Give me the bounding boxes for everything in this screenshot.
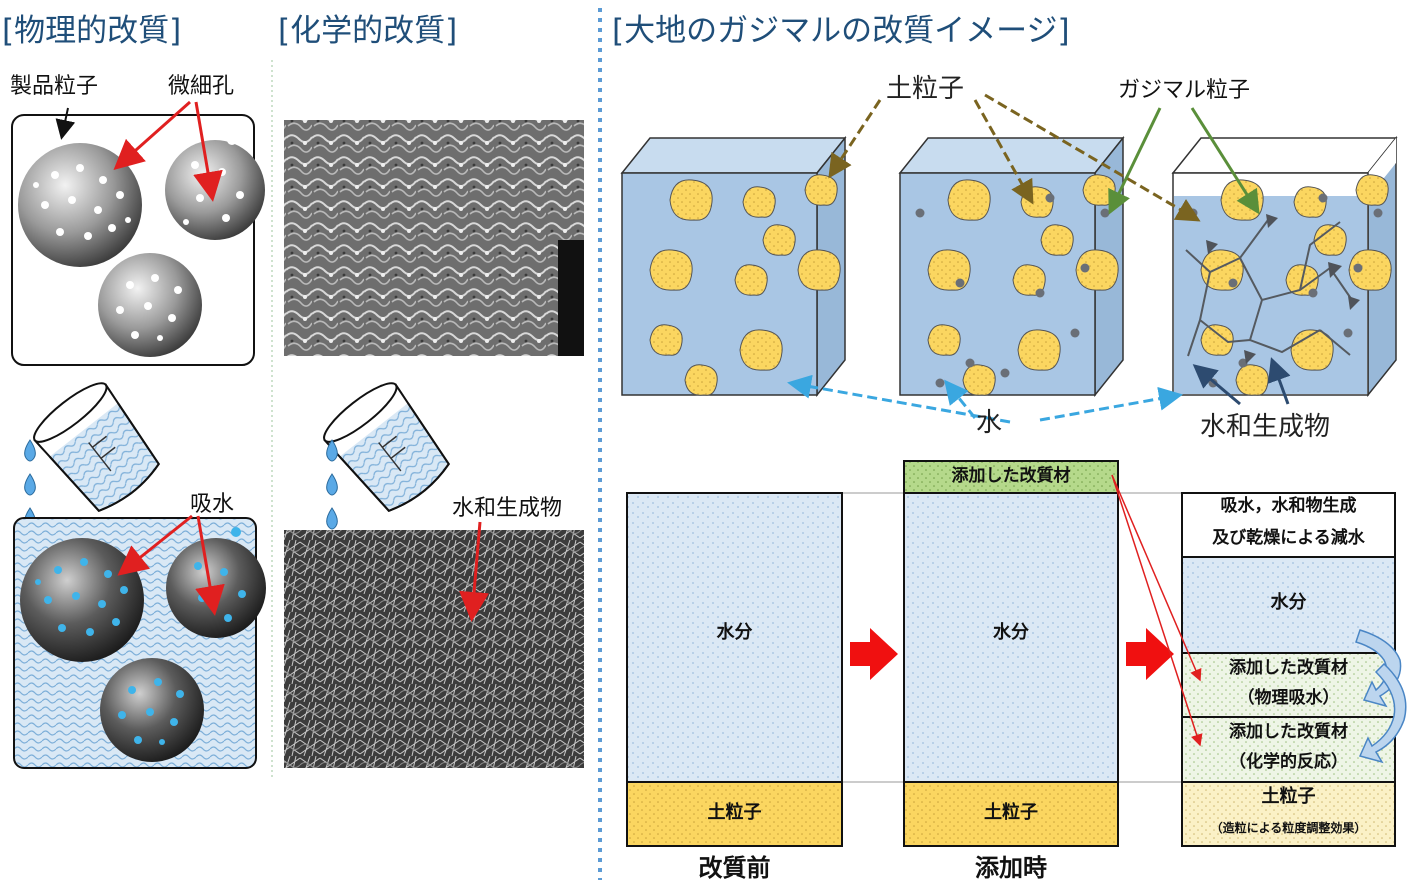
soil-particle-shape (1012, 264, 1046, 296)
soil-particle-shape (797, 249, 841, 291)
arrow-before-to-during (850, 628, 898, 680)
soil-particle-shape (739, 329, 783, 371)
gajimaru-particle-dot (965, 358, 975, 368)
bar-during-additive: 添加した改質材 (951, 466, 1071, 486)
label-product-particle: 製品粒子 (10, 74, 99, 99)
arrow-during-to-after (1126, 628, 1174, 680)
gajimaru-particle-dot (1000, 368, 1010, 378)
soil-particle-shape (1040, 224, 1074, 256)
soil-particle-shape (669, 179, 713, 221)
bar-before-soil: 土粒子 (707, 802, 762, 823)
soil-particle-shape (1075, 249, 1119, 291)
gajimaru-particle-dot (1318, 193, 1328, 203)
bar-after-water: 水分 (1270, 592, 1307, 613)
chemical-title: [化学的改質] (278, 13, 458, 49)
soil-particle-shape (649, 249, 693, 291)
soil-particle-shape (962, 364, 996, 396)
soil-particle-shape (1017, 329, 1061, 371)
soil-particle-shape (804, 174, 838, 206)
curved-arrow-chemical (1358, 662, 1407, 764)
soil-particle-shape (1348, 249, 1392, 291)
bar-after-soil: 土粒子 (1261, 786, 1316, 807)
soil-particle-shape (1082, 174, 1116, 206)
soil-particle-shape (649, 324, 683, 356)
bar-after-reduction-1: 吸水，水和物生成 (1220, 496, 1357, 516)
caption-before: 改質前 (698, 854, 771, 882)
gajimaru-particle-dot (1070, 328, 1080, 338)
gajimaru-particle-dot (1343, 328, 1353, 338)
gajimaru-particle-dot (1238, 358, 1248, 368)
bar-before (626, 492, 843, 847)
gajimaru-particle-dot (955, 278, 965, 288)
label-gajimaru-particle: ガジマル粒子 (1118, 78, 1251, 103)
bar-during-water: 水分 (993, 622, 1029, 643)
soil-particle-shape (1355, 174, 1389, 206)
bar-after-physical-1: 添加した改質材 (1229, 658, 1348, 678)
gajimaru-particle-dot (1035, 288, 1045, 298)
soil-particle-shape (734, 264, 768, 296)
bar-after-physical-2: （物理吸水） (1237, 688, 1340, 708)
beaker-left (33, 382, 160, 512)
gajimaru-particle-dot (1080, 263, 1090, 273)
soil-particle-shape (1293, 186, 1327, 218)
gajimaru-particle-dot (1228, 278, 1238, 288)
label-water: 水 (976, 408, 1003, 438)
soil-particle-shape (927, 324, 961, 356)
physical-title: [物理的改質] (2, 13, 182, 49)
bar-after-reduction-2: 及び乾燥による減水 (1212, 528, 1365, 548)
bar-before-water: 水分 (716, 622, 753, 643)
bar-after-chemical-2: （化学的反応） (1229, 752, 1348, 772)
gajimaru-particle-dot (915, 208, 925, 218)
physical-wet-box (13, 517, 266, 769)
gajimaru-particle-dot (935, 378, 945, 388)
hydrate-network (1185, 219, 1353, 357)
gajimaru-particle-dot (1045, 193, 1055, 203)
gajimaru-particle-dot (1100, 208, 1110, 218)
bar-during (903, 460, 1119, 847)
gajimaru-particle-dot (1308, 288, 1318, 298)
soil-particle-shape (1200, 324, 1234, 356)
soil-particle-shape (947, 179, 991, 221)
label-soil-particle: 土粒子 (886, 74, 965, 104)
bar-after-chemical-1: 添加した改質材 (1229, 722, 1348, 742)
gajimaru-particle-dot (1353, 263, 1363, 273)
bar-during-soil: 土粒子 (984, 802, 1038, 823)
label-absorption: 吸水 (190, 492, 235, 517)
soil-particle-shape (742, 186, 776, 218)
sem-image-before (284, 120, 584, 356)
soil-particle-shape (684, 364, 718, 396)
caption-during: 添加時 (975, 854, 1047, 882)
label-cube-hydration: 水和生成物 (1200, 412, 1331, 442)
image-title: [大地のガジマルの改質イメージ] (612, 13, 1070, 49)
soil-particle-shape (1235, 364, 1269, 396)
physical-dry-box (11, 114, 265, 366)
bar-after-soil-note: （造粒による粒度調整効果） (1210, 821, 1367, 835)
soil-particle-shape (1313, 224, 1347, 256)
cube-before (620, 135, 847, 398)
label-micropore: 微細孔 (168, 74, 235, 99)
soil-particle-shape (762, 224, 796, 256)
beaker-right (323, 382, 450, 512)
sem-image-after (284, 530, 584, 768)
label-sem-hydration: 水和生成物 (452, 496, 563, 521)
gajimaru-particle-dot (1373, 208, 1383, 218)
